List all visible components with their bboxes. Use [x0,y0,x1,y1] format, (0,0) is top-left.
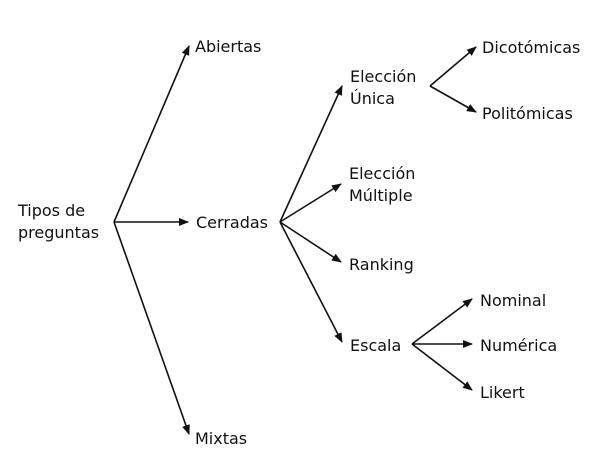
node-cerradas: Cerradas [196,213,268,232]
arrow-root-to-abiertas [113,45,190,223]
node-eleccion-multiple-line1: Elección [349,164,416,183]
arrow-escala-to-nominal [411,298,473,345]
node-eleccion-unica: Elección Única [350,66,416,110]
arrow-escala-to-likert [411,343,473,391]
node-escala: Escala [350,336,402,355]
arrow-cerradas-to-escala [279,221,343,343]
node-dicotomicas: Dicotómicas [482,38,581,57]
node-eleccion-multiple: Elección Múltiple [349,163,415,207]
node-tipos-line2: preguntas [18,223,100,242]
arrow-cerradas-to-eleccion-unica [279,85,343,223]
arrow-unica-to-dicotomicas [429,46,477,87]
arrow-cerradas-to-ranking [279,221,342,263]
node-mixtas: Mixtas [195,429,248,448]
node-tipos-de-preguntas: Tipos de preguntas [18,200,99,244]
node-likert: Likert [480,383,525,402]
node-numerica: Numérica [480,336,558,355]
arrow-root-to-mixtas [113,221,190,435]
arrow-unica-to-politomicas [429,85,477,113]
node-ranking: Ranking [349,255,414,274]
node-eleccion-unica-line2: Única [350,89,395,108]
node-eleccion-multiple-line2: Múltiple [349,186,413,205]
arrow-cerradas-to-eleccion-multiple [279,183,342,223]
node-abiertas: Abiertas [195,37,262,56]
node-tipos-line1: Tipos de [18,201,86,220]
node-politomicas: Politómicas [482,104,573,123]
node-nominal: Nominal [480,291,547,310]
node-eleccion-unica-line1: Elección [350,67,417,86]
